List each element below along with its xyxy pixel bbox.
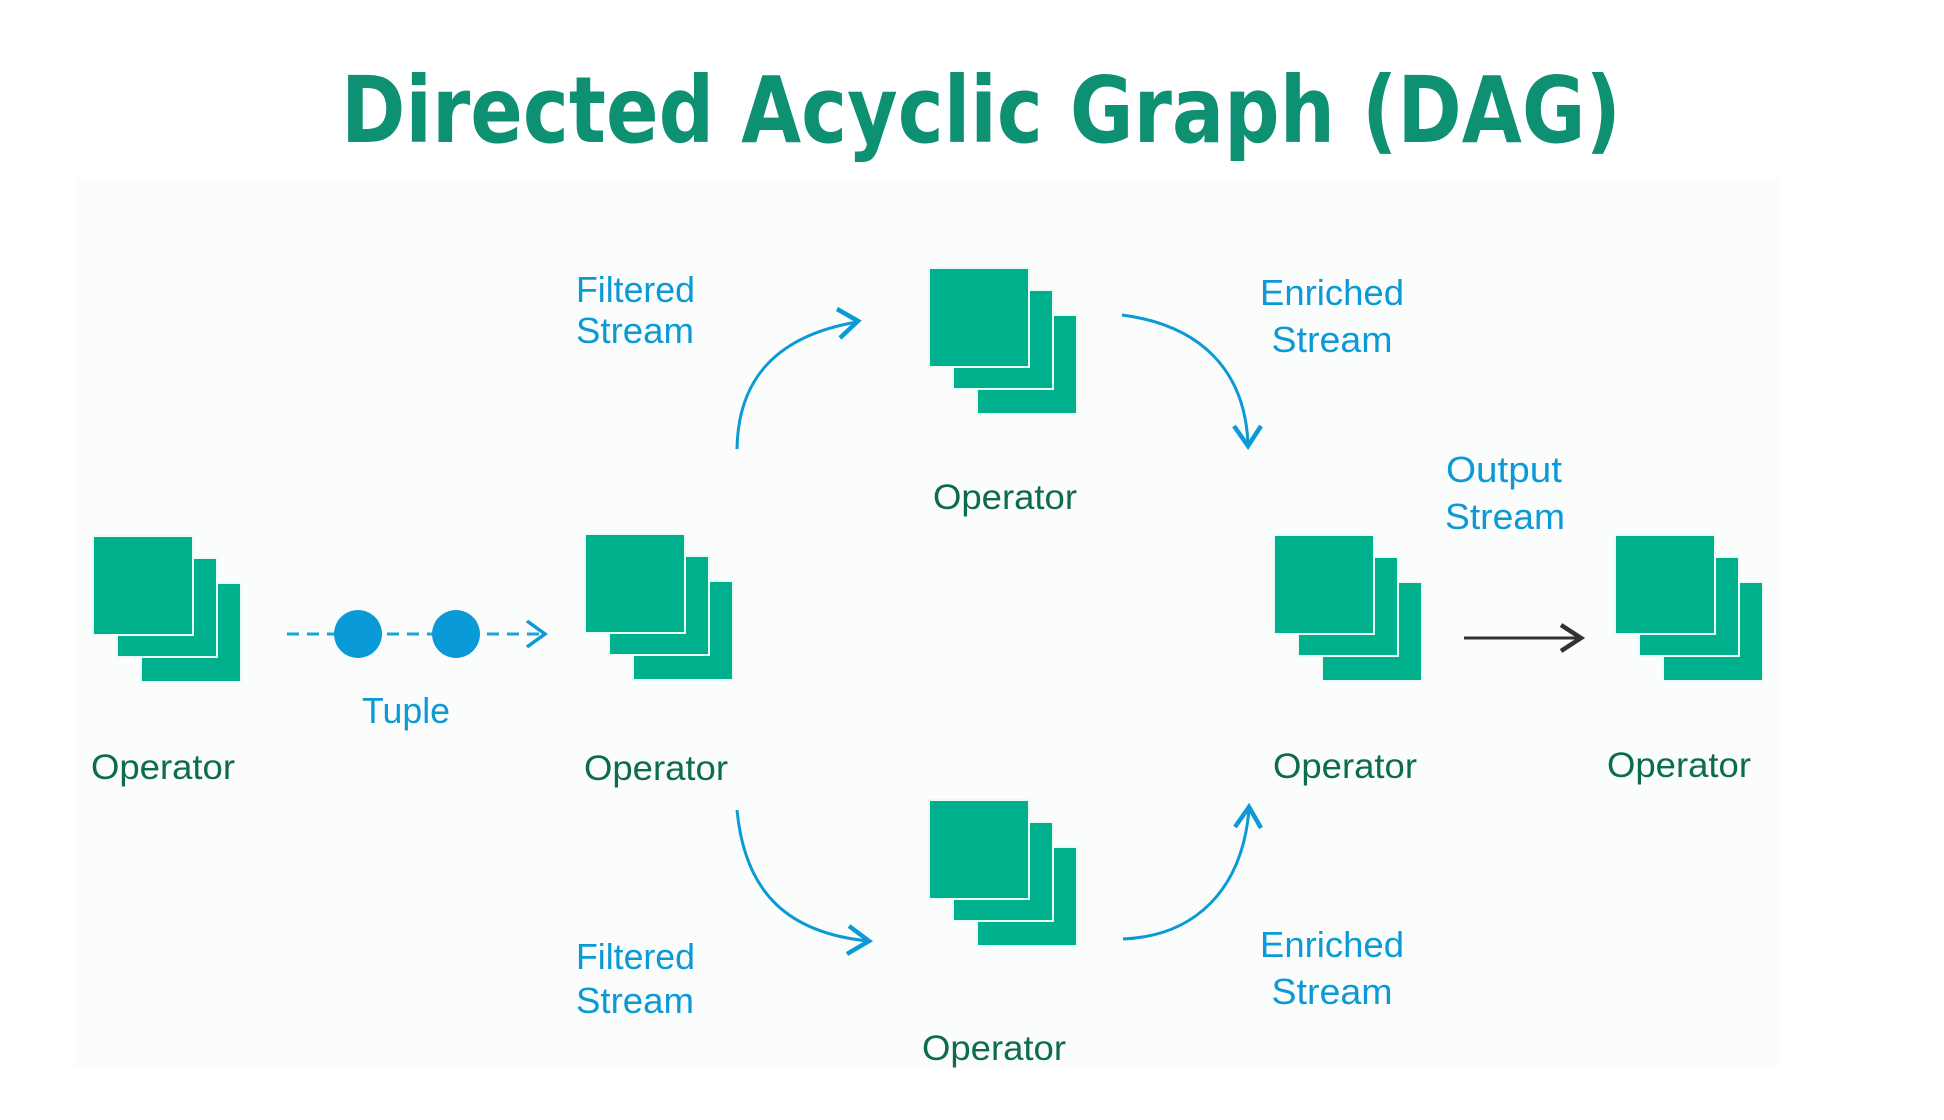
arrowhead-icon (1559, 623, 1586, 653)
operator-layer (928, 799, 1030, 900)
tuple-arrowhead-icon (525, 619, 548, 649)
edge-upper-to-merger: Enriched Stream (1121, 272, 1404, 451)
filtered-stream-label-bottom-line2: Stream (576, 980, 694, 1021)
operator-stack-icon (584, 533, 734, 681)
filtered-stream-label-top-line1: Filtered (576, 269, 695, 310)
edge-source-to-splitter: Tuple (287, 610, 548, 731)
enriched-stream-label-bottom-line1: Enriched (1260, 924, 1404, 965)
operator-node-source: Operator (91, 535, 242, 787)
edge-lower-to-merger: Enriched Stream (1122, 802, 1404, 1012)
operator-node-upper: Operator (928, 267, 1078, 517)
diagram-panel (75, 178, 1780, 1067)
diagram-title: Directed Acyclic Graph (DAG) (341, 57, 1621, 164)
arrowhead-icon (845, 924, 874, 956)
arrowhead-icon (835, 307, 862, 340)
operator-node-merger: Operator (1273, 534, 1423, 786)
output-stream-label-line2: Stream (1445, 496, 1565, 537)
enriched-stream-arrow-bottom (1122, 809, 1251, 941)
tuple-dot (432, 610, 480, 658)
operator-layer (92, 535, 194, 636)
operator-label: Operator (922, 1029, 1066, 1068)
edge-splitter-to-upper: Filtered Stream (576, 269, 862, 450)
operator-layer (584, 533, 686, 634)
operator-stack-icon (928, 799, 1078, 947)
operator-stack-icon (1273, 534, 1423, 682)
edge-merger-to-sink: Output Stream (1445, 449, 1586, 653)
filtered-stream-arrow-top (735, 320, 858, 450)
enriched-stream-label-top-line1: Enriched (1260, 272, 1404, 313)
operator-label: Operator (584, 749, 728, 788)
output-stream-label-line1: Output (1446, 449, 1562, 490)
operator-label: Operator (91, 748, 235, 787)
enriched-stream-label-bottom-line2: Stream (1272, 971, 1393, 1012)
operator-layer (1614, 534, 1716, 635)
operator-stack-icon (92, 535, 242, 683)
operator-stack-icon (928, 267, 1078, 415)
operator-node-sink: Operator (1607, 534, 1764, 785)
operator-label: Operator (933, 478, 1077, 517)
tuple-label: Tuple (362, 690, 450, 731)
filtered-stream-label-top-line2: Stream (576, 310, 694, 351)
operator-stack-icon (1614, 534, 1764, 682)
operator-layer (1273, 534, 1375, 635)
operator-label: Operator (1607, 746, 1751, 785)
arrowhead-icon (1233, 802, 1263, 830)
filtered-stream-arrow-bottom (735, 809, 869, 943)
tuple-dot (334, 610, 382, 658)
enriched-stream-arrow-top (1121, 313, 1250, 445)
edge-splitter-to-lower: Filtered Stream (576, 809, 874, 1021)
filtered-stream-label-bottom-line1: Filtered (576, 936, 695, 977)
operator-layer (928, 267, 1030, 368)
enriched-stream-label-top-line2: Stream (1272, 319, 1393, 360)
arrowhead-icon (1232, 424, 1263, 451)
operator-label: Operator (1273, 747, 1417, 786)
operator-node-splitter: Operator (584, 533, 734, 788)
operator-node-lower: Operator (922, 799, 1078, 1068)
